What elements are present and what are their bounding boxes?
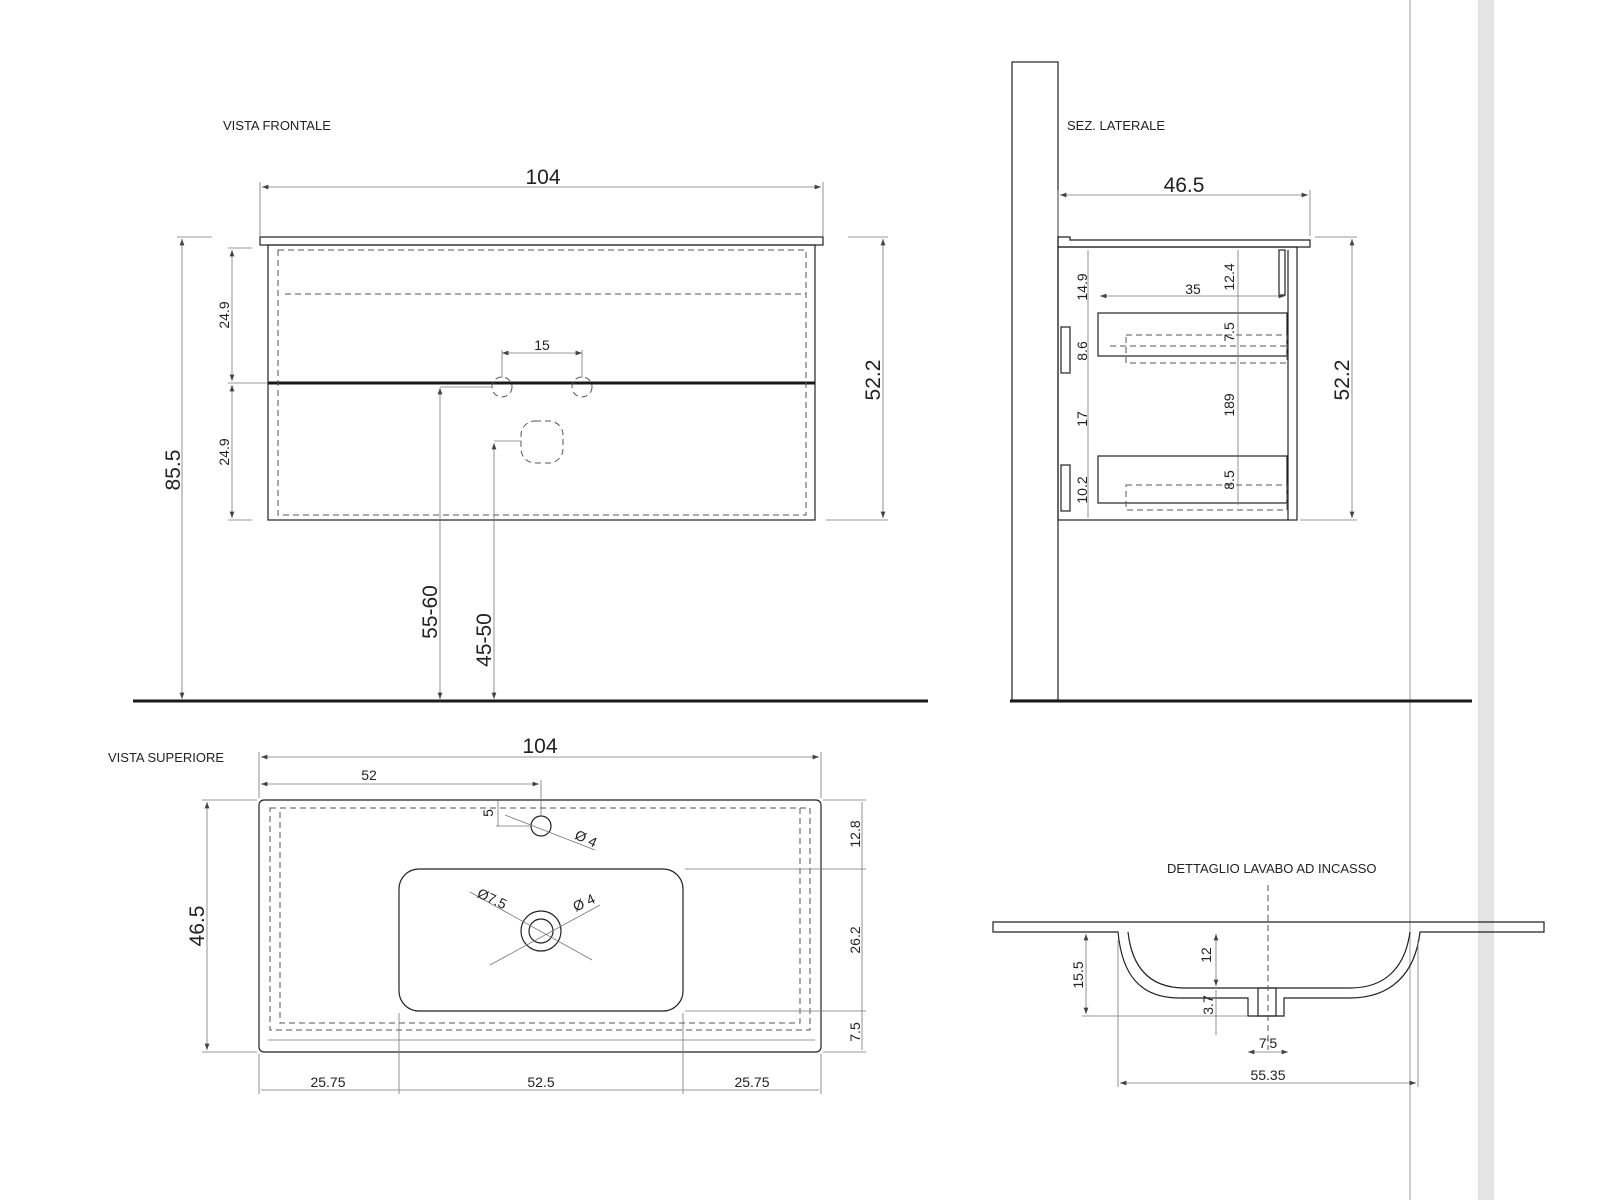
basin [398,868,684,1012]
upper-drawer-hidden [1125,334,1288,364]
tap-height-dim: 55-60 [419,585,442,639]
drain-outer-dim: Ø7.5 [475,885,509,912]
cabinet-height-dim: 52.2 [862,360,885,401]
detail-width-dim: 55.35 [1250,1067,1285,1083]
dim-189: 189 [1221,393,1237,417]
drain-inner-dim: Ø 4 [570,890,597,914]
drain-hidden [520,420,564,464]
dim-12-8: 12.8 [847,820,863,847]
dim-35: 35 [1185,281,1201,297]
side-depth-dim: 46.5 [1164,174,1205,197]
tap-hole-icon [530,815,552,837]
upper-drawer-dim: 24.9 [216,301,232,328]
countertop [259,236,824,246]
dim-7-5: 7.5 [1221,322,1237,342]
top-view-title: VISTA SUPERIORE [108,750,224,765]
wall [1011,61,1059,701]
half-width-dim: 52 [361,767,377,783]
detail-title: DETTAGLIO LAVABO AD INCASSO [1167,861,1377,876]
front-view-title: VISTA FRONTALE [223,118,331,133]
drain-height-dim: 45-50 [473,613,496,667]
tap-spacing-dim: 15 [534,337,550,353]
basin-width-dim: 52.5 [527,1074,554,1090]
detail-view: DETTAGLIO LAVABO AD INCASSO 15.5 12 3.7 … [992,861,1545,1087]
tap-hole-icon [571,376,593,398]
front-view: VISTA FRONTALE 104 85.5 24.9 24.9 15 52.… [133,118,928,703]
drain-outer-icon [520,910,562,952]
lower-drawer-hidden [1125,484,1288,511]
top-view: VISTA SUPERIORE 104 52 5 Ø 4 Ø7.5 Ø 4 46… [108,735,866,1094]
cabinet-section [1057,246,1298,521]
top-outline [258,799,822,1053]
countertop-section [1057,236,1311,248]
left-margin-dim: 25.75 [310,1074,345,1090]
cabinet-inner-hidden [277,249,807,516]
tap-diameter-dim: Ø 4 [573,826,600,850]
lower-handle [1060,464,1071,512]
dim-26-2: 26.2 [847,926,863,953]
side-height-dim: 52.2 [1331,360,1354,401]
dim-12-4: 12.4 [1221,263,1237,290]
dim-8-6: 8.6 [1074,341,1090,361]
back-panel [1278,249,1286,296]
dim-17: 17 [1074,411,1090,427]
detail-depth-dim: 15.5 [1070,961,1086,988]
right-margin-dim: 25.75 [734,1074,769,1090]
top-depth-dim: 46.5 [186,906,209,947]
drain-inner-icon [528,918,554,944]
dim-14-9: 14.9 [1074,273,1090,300]
dim-7-5: 7.5 [847,1022,863,1042]
total-height-dim: 85.5 [162,450,185,491]
bowl-depth-dim: 12 [1198,947,1214,963]
lower-drawer-dim: 24.9 [216,438,232,465]
dim-10-2: 10.2 [1074,476,1090,503]
lower-drawer [1097,455,1288,504]
thickness-dim: 3.7 [1200,995,1216,1015]
upper-handle [1060,326,1071,374]
side-section-title: SEZ. LATERALE [1067,118,1165,133]
top-width-dim: 104 [522,735,557,758]
drain-section [1257,987,1277,1017]
tap-hole-icon [491,376,513,398]
front-width-dim: 104 [525,166,560,189]
side-section: SEZ. LATERALE 46.5 52.2 14.9 8.6 17 10.2… [1010,61,1472,703]
scan-edge-band [1478,0,1494,1200]
tap-offset-dim: 5 [480,809,496,817]
drain-width-dim: 7'5 [1259,1035,1277,1051]
basin-section [992,921,1545,1017]
dim-8-5: 8.5 [1221,470,1237,490]
